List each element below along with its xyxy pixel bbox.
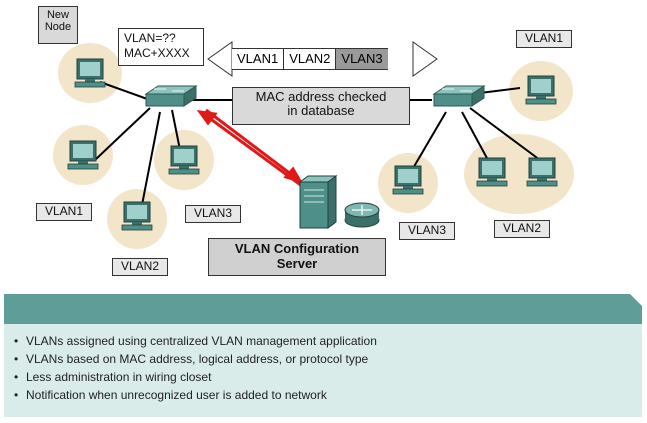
pc-icon [525, 75, 557, 105]
vlan-label: VLAN1 [516, 30, 572, 48]
pc-icon [392, 165, 424, 195]
pc-icon [526, 157, 558, 187]
vlan-label: VLAN3 [399, 222, 455, 240]
vlan-label: VLAN1 [36, 203, 92, 221]
server-label: VLAN Configuration Server [208, 238, 386, 276]
mac-check-line1: MAC address checked [255, 89, 387, 104]
switch-left-icon [145, 85, 197, 107]
vlan-label: VLAN2 [494, 220, 550, 238]
config-arrows [196, 108, 304, 188]
network-diagram [53, 41, 574, 249]
pc-icon [168, 145, 200, 175]
pc-icon [476, 157, 508, 187]
vlan-bar-right-arrowhead [412, 41, 438, 77]
summary-panel: VLANs assigned using centralized VLAN ma… [4, 294, 642, 417]
query-vlan-text: VLAN=?? [124, 31, 176, 45]
vlan-label: VLAN3 [185, 205, 241, 223]
summary-item: Less administration in wiring closet [14, 368, 642, 386]
server-icon [298, 175, 338, 229]
summary-item: VLANs assigned using centralized VLAN ma… [14, 332, 642, 350]
summary-item: VLANs based on MAC address, logical addr… [14, 350, 642, 368]
pc-halo [464, 134, 574, 214]
server-label-line1: VLAN Configuration [234, 241, 360, 256]
query-label: VLAN=?? MAC+XXXX [118, 28, 204, 66]
vlan-bar: VLAN1 VLAN2 VLAN3 [232, 48, 388, 70]
summary-list: VLANs assigned using centralized VLAN ma… [4, 324, 642, 404]
pc-new-node-icon [74, 58, 106, 88]
new-node-label: New Node [38, 6, 78, 44]
vlan-bar-item-highlighted: VLAN3 [335, 49, 388, 69]
switch-right-icon [433, 85, 485, 107]
vlan-bar-item: VLAN1 [232, 49, 284, 69]
server-label-line2: Server [276, 256, 318, 271]
vlan-label: VLAN2 [112, 258, 168, 276]
summary-panel-body: VLANs assigned using centralized VLAN ma… [4, 324, 642, 417]
pc-icon [67, 140, 99, 170]
vlan-bar-item: VLAN2 [283, 49, 336, 69]
pc-icon [121, 201, 153, 231]
mac-check-line2: in database [287, 103, 355, 118]
summary-panel-header [4, 294, 642, 324]
mac-check-label: MAC address checked in database [232, 87, 410, 125]
query-mac-text: MAC+XXXX [124, 46, 190, 60]
vlan-bar-left-arrowhead [207, 41, 233, 77]
summary-item: Notification when unrecognized user is a… [14, 386, 642, 404]
router-icon [344, 202, 380, 228]
